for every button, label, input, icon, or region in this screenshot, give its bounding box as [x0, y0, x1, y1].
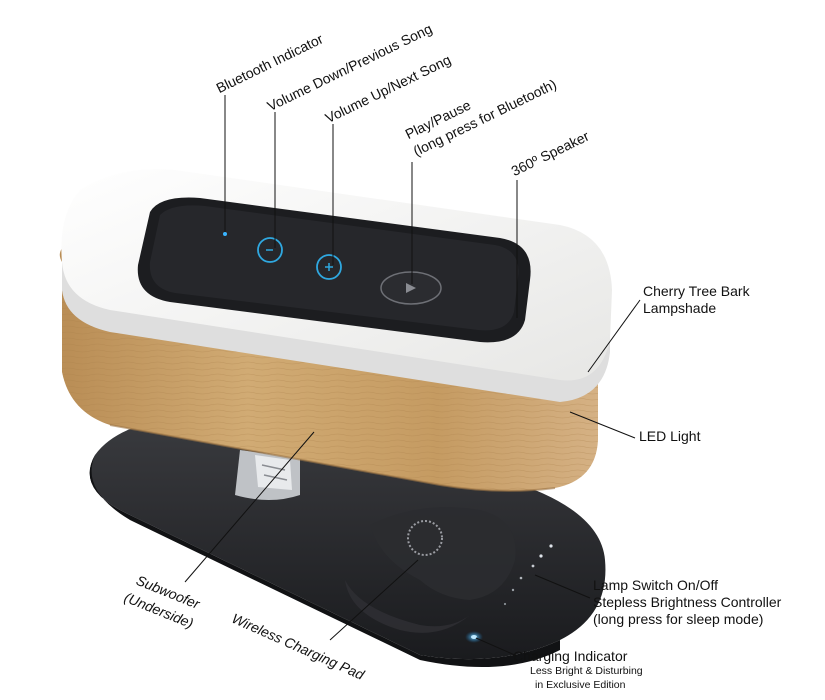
label-lampshade-line2: Lampshade — [643, 300, 717, 316]
callout-lines — [184, 95, 641, 657]
label-charging-note-line2: in Exclusive Edition — [535, 679, 626, 691]
label-led-light: LED Light — [639, 428, 701, 444]
label-lampshade-line1: Cherry Tree Bark — [643, 283, 750, 299]
label-lamp-switch-line3: (long press for sleep mode) — [593, 611, 764, 627]
label-charging-indicator: Charging Indicator — [513, 648, 628, 664]
label-lamp-switch-line1: Lamp Switch On/Off — [593, 577, 719, 593]
white-top — [61, 169, 612, 402]
label-charging-note-line1: Less Bright & Disturbing — [530, 665, 643, 677]
label-lamp-switch-line2: Stepless Brightness Controller — [593, 594, 782, 610]
